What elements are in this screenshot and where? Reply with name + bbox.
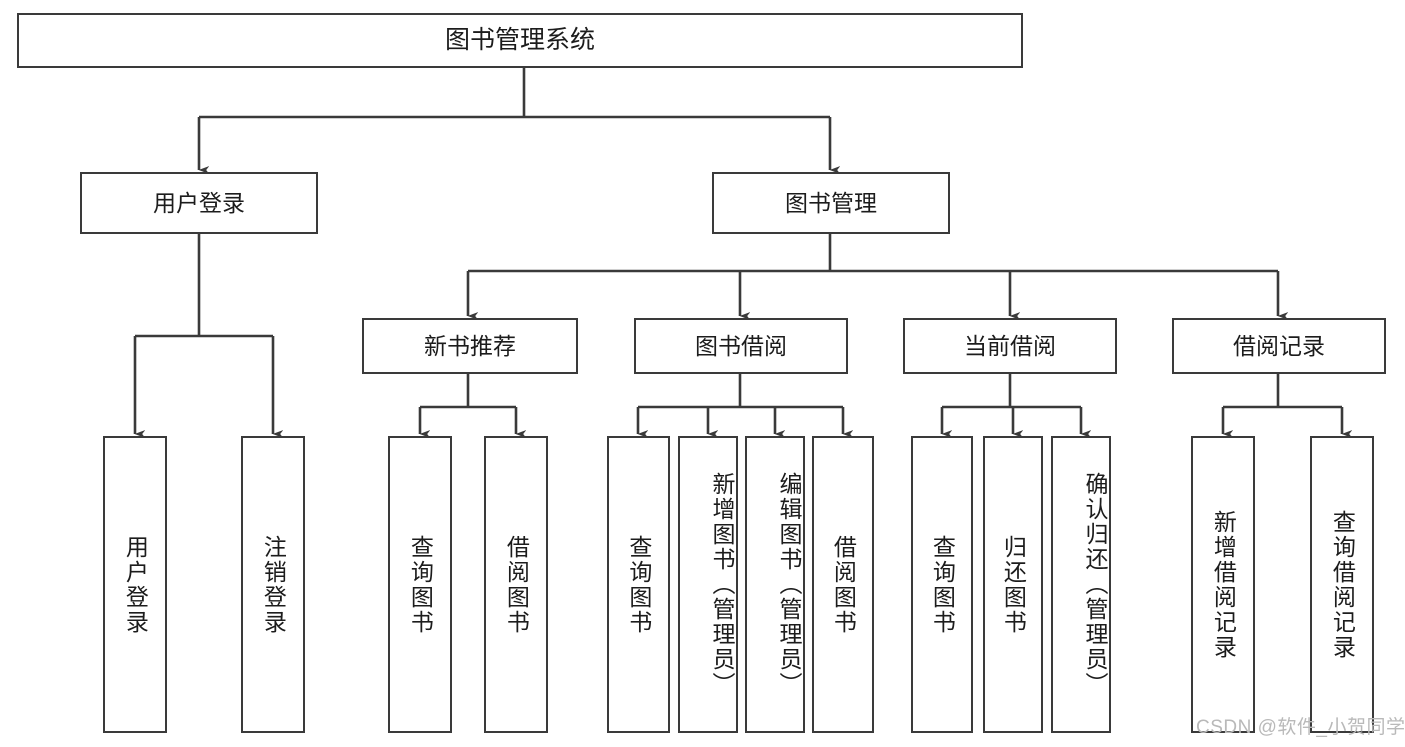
node-leaf-add-book-admin[interactable]: 新增图书（管理员）: [678, 436, 738, 733]
node-root-system[interactable]: 图书管理系统: [17, 13, 1023, 68]
node-leaf-borrow-book[interactable]: 借阅图书: [812, 436, 874, 733]
node-new-book-recommend[interactable]: 新书推荐: [362, 318, 578, 374]
node-leaf-user-logout[interactable]: 注销登录: [241, 436, 305, 733]
node-leaf-query-book-current[interactable]: 查询图书: [911, 436, 973, 733]
node-leaf-user-login[interactable]: 用户登录: [103, 436, 167, 733]
node-leaf-confirm-return-admin[interactable]: 确认归还（管理员）: [1051, 436, 1111, 733]
node-leaf-edit-book-admin[interactable]: 编辑图书（管理员）: [745, 436, 805, 733]
node-leaf-query-borrow-record[interactable]: 查询借阅记录: [1310, 436, 1374, 733]
node-leaf-query-book-borrow[interactable]: 查询图书: [607, 436, 670, 733]
node-current-borrow[interactable]: 当前借阅: [903, 318, 1117, 374]
node-leaf-add-borrow-record[interactable]: 新增借阅记录: [1191, 436, 1255, 733]
csdn-watermark: CSDN @软件_小贺同学: [1196, 717, 1405, 738]
node-borrow-record[interactable]: 借阅记录: [1172, 318, 1386, 374]
node-book-management[interactable]: 图书管理: [712, 172, 950, 234]
node-leaf-borrow-book-recommend[interactable]: 借阅图书: [484, 436, 548, 733]
node-book-borrow[interactable]: 图书借阅: [634, 318, 848, 374]
node-leaf-return-book[interactable]: 归还图书: [983, 436, 1043, 733]
node-user-login[interactable]: 用户登录: [80, 172, 318, 234]
node-leaf-query-book-recommend[interactable]: 查询图书: [388, 436, 452, 733]
